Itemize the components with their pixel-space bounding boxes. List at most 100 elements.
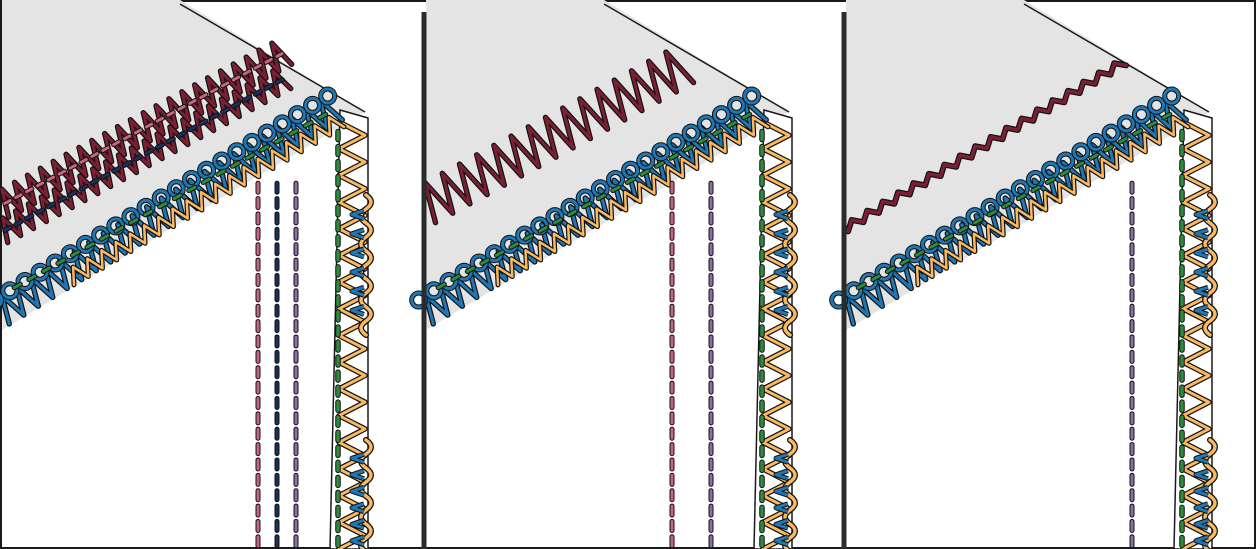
cover-needle-pink [79, 157, 88, 164]
overlock-blue-loop [304, 96, 322, 114]
overlock-blue-upper [1194, 209, 1209, 221]
cover-needle-navy [275, 78, 284, 84]
cover-needle-navy [25, 214, 34, 221]
needle-green-seam [41, 266, 51, 273]
overlock-blue-lower [1194, 535, 1209, 547]
coverstitch-lower [1, 69, 293, 244]
overlock-blue-lower [1194, 452, 1209, 464]
overlock-blue-lower [350, 485, 365, 497]
cover-needle-pink [155, 116, 164, 123]
overlock-blue-lower [350, 535, 365, 547]
needle-green-seam [172, 193, 182, 201]
overlock-blue-loop [319, 87, 337, 105]
cover-needle-pink [112, 140, 121, 147]
overlock-blue-loop [228, 143, 246, 161]
cover-needle-navy [199, 119, 208, 126]
overlock-blue-lower [1194, 518, 1209, 530]
overlock-blue-loop [860, 273, 878, 291]
overlock-blue-loop [455, 263, 473, 281]
cover-needle-navy [253, 89, 262, 96]
overlock-blue-loop [1102, 124, 1120, 142]
looper-curl-lower [359, 438, 373, 549]
overlock-blue-upper [350, 304, 365, 316]
overlock-blue-loop [198, 161, 216, 179]
needle-green-seam [698, 137, 708, 144]
cover-needle-pink [68, 163, 77, 170]
needle-green-seam [582, 201, 592, 209]
overlock-blue-loop [1042, 161, 1060, 179]
needle-green-seam [436, 282, 446, 290]
needle-green-seam [187, 185, 197, 193]
overlock-blue-loop [273, 115, 291, 133]
overlock-blue-upper [1194, 285, 1209, 297]
overlock-blue-loop [652, 143, 670, 161]
needle-green-seam [973, 218, 983, 225]
needle-green-seam [230, 161, 241, 168]
needle-green-seam [914, 250, 925, 257]
needle-green-seam [289, 129, 299, 136]
needle-green-seam [259, 145, 270, 152]
overlock-blue-loop [875, 263, 893, 281]
overlock-blue-lower [350, 502, 365, 514]
overlock-blue-upper [774, 266, 789, 278]
cover-needle-pink [25, 187, 34, 194]
needle-green-seam [683, 145, 694, 152]
overlock-blue-upper [774, 247, 789, 259]
overlock-blue-loop [1, 282, 19, 300]
cover-needle-navy [166, 137, 175, 144]
overlock-blue-loop [31, 263, 49, 281]
overlock-yellow-seam [495, 116, 770, 287]
overlock-blue-loop [1057, 152, 1075, 170]
needle-green-seam [303, 120, 313, 128]
needle-green-seam [958, 226, 968, 233]
needle-green-seam [538, 226, 548, 233]
needle-green-seam [669, 153, 679, 160]
needle-green-seam [611, 185, 621, 193]
overlock-blue-loop [712, 106, 730, 124]
chainstitch-top [846, 61, 1128, 234]
stitch-panel-2 [409, 0, 798, 549]
needle-green-seam [625, 177, 635, 184]
needle-green-seam [596, 193, 606, 201]
overlock-blue-lower [774, 485, 789, 497]
stitch-panel-3 [829, 0, 1218, 549]
overlock-blue-upper [1194, 247, 1209, 259]
needle-green-seam [1045, 177, 1055, 184]
overlock-blue-lower [350, 518, 365, 530]
overlock-blue-upper [350, 285, 365, 297]
cover-needle-pink [253, 63, 262, 70]
overlock-blue-lower [1194, 485, 1209, 497]
cover-needle-navy [101, 172, 110, 179]
needle-green-seam [871, 274, 881, 282]
needle-green-seam [1031, 185, 1041, 193]
overlock-blue-loop [1132, 106, 1150, 124]
needle-green-seam [274, 137, 284, 144]
cover-needle-pink [133, 128, 143, 135]
needle-green-seam [567, 209, 577, 217]
needle-green-seam [1060, 169, 1070, 176]
stitch-panel-1 [0, 0, 374, 549]
overlock-blue-seam [424, 99, 768, 326]
overlock-blue-loop [682, 124, 700, 142]
needle-green-seam [245, 153, 255, 160]
cover-needle-navy [155, 143, 164, 150]
needle-green-seam [523, 234, 534, 241]
needle-green-seam [143, 209, 153, 217]
needle-green-seam [70, 250, 81, 257]
overlock-blue-lower [774, 452, 789, 464]
needle-green-seam [1103, 145, 1114, 152]
overlock-blue-lower [1194, 502, 1209, 514]
needle-green-seam [885, 266, 895, 273]
needle-green-seam [987, 209, 997, 217]
overlock-blue-loop [667, 133, 685, 151]
overlock-blue-loop [243, 133, 261, 151]
overlock-yellow-seam [915, 116, 1190, 287]
overlock-blue-loop [1148, 96, 1166, 114]
cover-needle-navy [90, 178, 99, 185]
needle-green-seam [727, 120, 737, 128]
overlock-blue-upper [774, 304, 789, 316]
needle-green-seam [1074, 161, 1085, 168]
cover-needle-navy [57, 196, 67, 203]
